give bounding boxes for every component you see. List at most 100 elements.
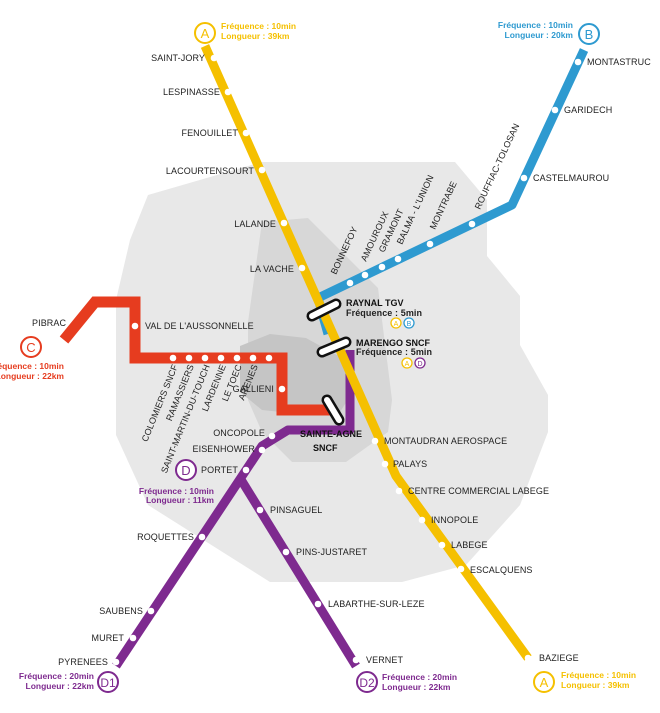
svg-text:B: B — [407, 321, 412, 328]
svg-text:Longueur : 39km: Longueur : 39km — [561, 680, 630, 690]
svg-text:PORTET: PORTET — [201, 465, 238, 475]
station-lespinasse: LESPINASSE — [163, 87, 232, 97]
hub-sainte-agne: SAINTE-AGNE SNCF — [300, 429, 362, 453]
svg-text:RAYNAL TGV: RAYNAL TGV — [346, 298, 404, 308]
station-castelmaurou: CASTELMAUROU — [520, 173, 609, 183]
svg-text:FENOUILLET: FENOUILLET — [181, 128, 238, 138]
station-saint-jory: SAINT-JORY — [151, 53, 218, 63]
line-d1 — [112, 350, 355, 669]
station-fenouillet: FENOUILLET — [181, 128, 250, 138]
line-d1-badge-icon — [97, 671, 119, 693]
badge-a-icon — [401, 357, 413, 369]
line-a-badge-icon — [194, 22, 216, 44]
station-aussonnelle: VAL DE L'AUSSONNELLE — [131, 321, 254, 331]
svg-text:D1: D1 — [100, 676, 116, 690]
svg-text:LESPINASSE: LESPINASSE — [163, 87, 220, 97]
line-a — [200, 44, 532, 661]
svg-text:C: C — [26, 340, 35, 355]
svg-text:CENTRE COMMERCIAL LABEGE: CENTRE COMMERCIAL LABEGE — [408, 486, 549, 496]
svg-text:PYRENEES: PYRENEES — [58, 657, 108, 667]
badge-a-icon — [390, 317, 402, 329]
svg-text:Fréquence : 5min: Fréquence : 5min — [346, 308, 422, 318]
svg-text:ONCOPOLE: ONCOPOLE — [213, 428, 265, 438]
svg-text:ROQUETTES: ROQUETTES — [137, 532, 194, 542]
station-eisenhower: EISENHOWER — [192, 444, 266, 454]
svg-text:Fréquence : 10min: Fréquence : 10min — [561, 670, 636, 680]
station-saubens: SAUBENS — [99, 606, 155, 616]
svg-text:D: D — [181, 463, 190, 478]
station-lalande: LALANDE — [234, 219, 288, 229]
svg-text:GALLIENI: GALLIENI — [233, 384, 274, 394]
station-montastruc: MONTASTRUC — [574, 57, 651, 67]
line-a-south-info: A Fréquence : 10min Longueur : 39km — [533, 670, 636, 693]
svg-text:LABEGE: LABEGE — [451, 540, 488, 550]
svg-text:BAZIEGE: BAZIEGE — [539, 653, 579, 663]
station-montaudran: MONTAUDRAN AEROSPACE — [371, 436, 507, 446]
station-centre-commercial-labege: CENTRE COMMERCIAL LABEGE — [395, 486, 549, 496]
svg-text:Fréquence : 20min: Fréquence : 20min — [382, 672, 457, 682]
svg-text:SAUBENS: SAUBENS — [99, 606, 143, 616]
svg-text:EISENHOWER: EISENHOWER — [192, 444, 255, 454]
badge-d-icon — [414, 357, 426, 369]
station-oncopole: ONCOPOLE — [213, 428, 276, 440]
svg-text:VAL DE L'AUSSONNELLE: VAL DE L'AUSSONNELLE — [145, 321, 254, 331]
station-portet: PORTET — [201, 465, 250, 475]
hub-raynal: RAYNAL TGV Fréquence : 5min A B — [346, 298, 422, 329]
svg-text:LA VACHE: LA VACHE — [250, 264, 294, 274]
svg-text:Fréquence : 10min: Fréquence : 10min — [0, 361, 64, 371]
line-d2-badge-icon — [356, 671, 378, 693]
svg-text:D2: D2 — [359, 676, 375, 690]
svg-text:Longueur : 22km: Longueur : 22km — [0, 371, 64, 381]
svg-text:MURET: MURET — [92, 633, 125, 643]
svg-text:MONTASTRUC: MONTASTRUC — [587, 57, 651, 67]
line-b-info: Fréquence : 10min Longueur : 20km B — [498, 20, 600, 45]
station-baziege: BAZIEGE — [524, 653, 579, 663]
svg-text:INNOPOLE: INNOPOLE — [431, 515, 478, 525]
line-d-info: D Fréquence : 10min Longueur : 11km — [139, 459, 214, 505]
station-vernet: VERNET — [352, 655, 404, 665]
svg-text:PALAYS: PALAYS — [393, 459, 427, 469]
line-a-north-info: A Fréquence : 10min Longueur : 39km — [194, 21, 296, 44]
svg-text:Fréquence : 10min: Fréquence : 10min — [139, 486, 214, 496]
line-c — [59, 296, 330, 416]
svg-text:A: A — [405, 361, 410, 368]
svg-text:Longueur : 20km: Longueur : 20km — [505, 30, 574, 40]
station-roquettes: ROQUETTES — [137, 532, 206, 542]
station-muret: MURET — [92, 633, 137, 643]
line-c-badge-icon — [20, 336, 42, 358]
svg-text:Longueur : 22km: Longueur : 22km — [382, 682, 451, 692]
svg-text:SNCF: SNCF — [313, 443, 338, 453]
svg-text:SAINT-JORY: SAINT-JORY — [151, 53, 205, 63]
svg-text:SAINTE-AGNE: SAINTE-AGNE — [300, 429, 362, 439]
svg-text:LACOURTENSOURT: LACOURTENSOURT — [166, 166, 254, 176]
svg-text:Longueur : 11km: Longueur : 11km — [146, 495, 214, 505]
svg-text:VERNET: VERNET — [366, 655, 404, 665]
station-lacourtensourt: LACOURTENSOURT — [166, 166, 266, 176]
svg-text:A: A — [394, 321, 399, 328]
line-d1-info: Fréquence : 20min Longueur : 22km D1 — [19, 671, 119, 693]
hub-marengo: MARENGO SNCF Fréquence : 5min A D — [356, 338, 432, 369]
svg-text:LABARTHE-SUR-LEZE: LABARTHE-SUR-LEZE — [328, 599, 425, 609]
svg-text:GARIDECH: GARIDECH — [564, 105, 612, 115]
svg-text:Longueur : 22km: Longueur : 22km — [26, 681, 95, 691]
svg-text:MONTAUDRAN AEROSPACE: MONTAUDRAN AEROSPACE — [384, 436, 507, 446]
station-innopole: INNOPOLE — [418, 515, 478, 525]
station-gallieni: GALLIENI — [233, 384, 286, 394]
svg-text:LALANDE: LALANDE — [234, 219, 276, 229]
station-labege: LABEGE — [438, 540, 488, 550]
line-c-info: C Fréquence : 10min Longueur : 22km — [0, 336, 64, 381]
svg-text:Fréquence : 10min: Fréquence : 10min — [221, 21, 296, 31]
svg-text:D: D — [417, 361, 422, 368]
svg-text:ESCALQUENS: ESCALQUENS — [470, 565, 533, 575]
svg-text:Fréquence : 5min: Fréquence : 5min — [356, 347, 432, 357]
station-la-vache: LA VACHE — [250, 264, 306, 274]
svg-text:Longueur : 39km: Longueur : 39km — [221, 31, 290, 41]
station-garidech: GARIDECH — [551, 105, 612, 115]
line-d2-info: D2 Fréquence : 20min Longueur : 22km — [356, 671, 457, 693]
svg-text:Fréquence : 10min: Fréquence : 10min — [498, 20, 573, 30]
station-pyrenees: PYRENEES — [58, 657, 120, 667]
line-a-badge-icon — [533, 671, 555, 693]
line-d-badge-icon — [175, 459, 197, 481]
svg-text:B: B — [585, 27, 594, 42]
